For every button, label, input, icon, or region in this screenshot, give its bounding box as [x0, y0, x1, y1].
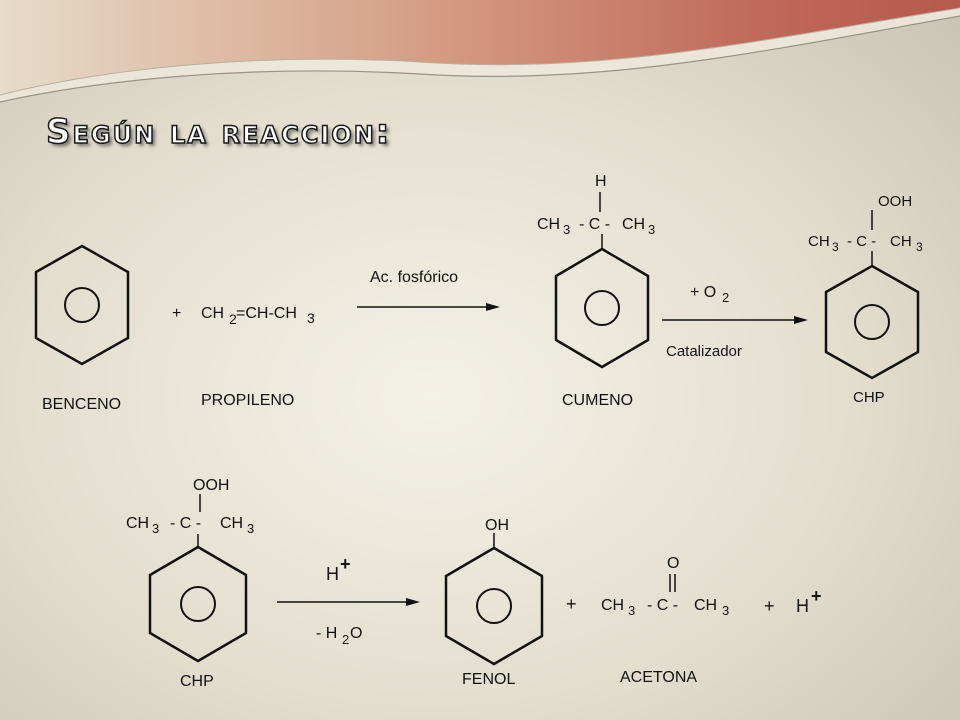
svg-text:CH: CH [601, 597, 624, 614]
svg-text:2: 2 [229, 311, 237, 327]
chp-ring-1 [824, 264, 920, 380]
arrow1-label: Ac. fosfórico [370, 269, 458, 286]
svg-text:CH: CH [220, 515, 243, 532]
svg-text:- C -: - C - [579, 216, 610, 233]
plus-sign-3: + [764, 596, 775, 616]
plus-sign-1: + [172, 305, 181, 322]
svg-text:OOH: OOH [193, 477, 229, 494]
arrow-2 [662, 316, 808, 324]
svg-text:3: 3 [648, 222, 655, 237]
svg-text:- C -: - C - [170, 515, 201, 532]
svg-text:+: + [340, 554, 351, 574]
svg-text:O: O [350, 625, 362, 642]
phenol-ring [444, 546, 544, 666]
svg-text:2: 2 [722, 290, 729, 305]
phenol-label: FENOL [462, 671, 515, 688]
cumene-substituent: H CH 3 - C - CH 3 [537, 173, 655, 237]
svg-text:O: O [667, 555, 679, 572]
svg-text:3: 3 [916, 240, 923, 254]
svg-text:+ O: + O [690, 284, 716, 301]
svg-text:- H: - H [316, 625, 337, 642]
svg-text:3: 3 [722, 603, 729, 618]
propylene-formula: CH 2 =CH-CH 3 [201, 305, 315, 327]
slide-title: Según la reaccion: [45, 111, 392, 153]
propylene-label: PROPILENO [201, 392, 294, 409]
svg-text:CH: CH [808, 233, 830, 250]
svg-text:3: 3 [152, 521, 159, 536]
arrow2-above-label: + O 2 [690, 284, 729, 305]
svg-text:=CH-CH: =CH-CH [236, 305, 297, 322]
svg-text:3: 3 [628, 603, 635, 618]
svg-text:3: 3 [247, 521, 254, 536]
arrow-1 [357, 303, 500, 311]
arrow3-below-label: - H 2 O [316, 625, 362, 647]
svg-text:OOH: OOH [878, 193, 912, 210]
proton-symbol: H + [796, 586, 822, 616]
svg-text:3: 3 [307, 310, 315, 326]
svg-text:- C -: - C - [847, 233, 876, 250]
svg-text:H: H [326, 564, 339, 584]
chp-label-2: CHP [180, 673, 214, 690]
chp-label-1: CHP [853, 389, 885, 406]
arrow3-above-label: H + [326, 554, 351, 584]
svg-text:CH: CH [694, 597, 717, 614]
chp-ring-2 [148, 545, 248, 663]
phenol-oh: OH [485, 517, 509, 534]
svg-text:CH: CH [126, 515, 149, 532]
plus-sign-2: + [566, 594, 577, 614]
header-wave-decoration [0, 0, 960, 103]
cumene-ring [554, 247, 650, 369]
svg-text:2: 2 [342, 632, 349, 647]
arrow-3 [277, 598, 420, 606]
svg-text:3: 3 [832, 240, 839, 254]
svg-text:CH: CH [201, 305, 224, 322]
cumene-label: CUMENO [562, 392, 633, 409]
svg-text:CH: CH [622, 216, 645, 233]
svg-text:CH: CH [890, 233, 912, 250]
benzene-label: BENCENO [42, 396, 121, 413]
acetone-label: ACETONA [620, 669, 697, 686]
svg-text:- C -: - C - [647, 597, 678, 614]
chp-substituent-1: OOH CH 3 - C - CH 3 [808, 193, 923, 254]
svg-text:3: 3 [563, 222, 570, 237]
arrow2-below-label: Catalizador [666, 343, 742, 360]
svg-text:H: H [796, 596, 809, 616]
svg-text:CH: CH [537, 216, 560, 233]
benzene-structure [34, 244, 130, 366]
acetone-formula: O CH 3 - C - CH 3 [601, 555, 729, 618]
svg-text:H: H [595, 173, 607, 190]
svg-text:+: + [811, 586, 822, 606]
chp-substituent-2: OOH CH 3 - C - CH 3 [126, 477, 254, 536]
